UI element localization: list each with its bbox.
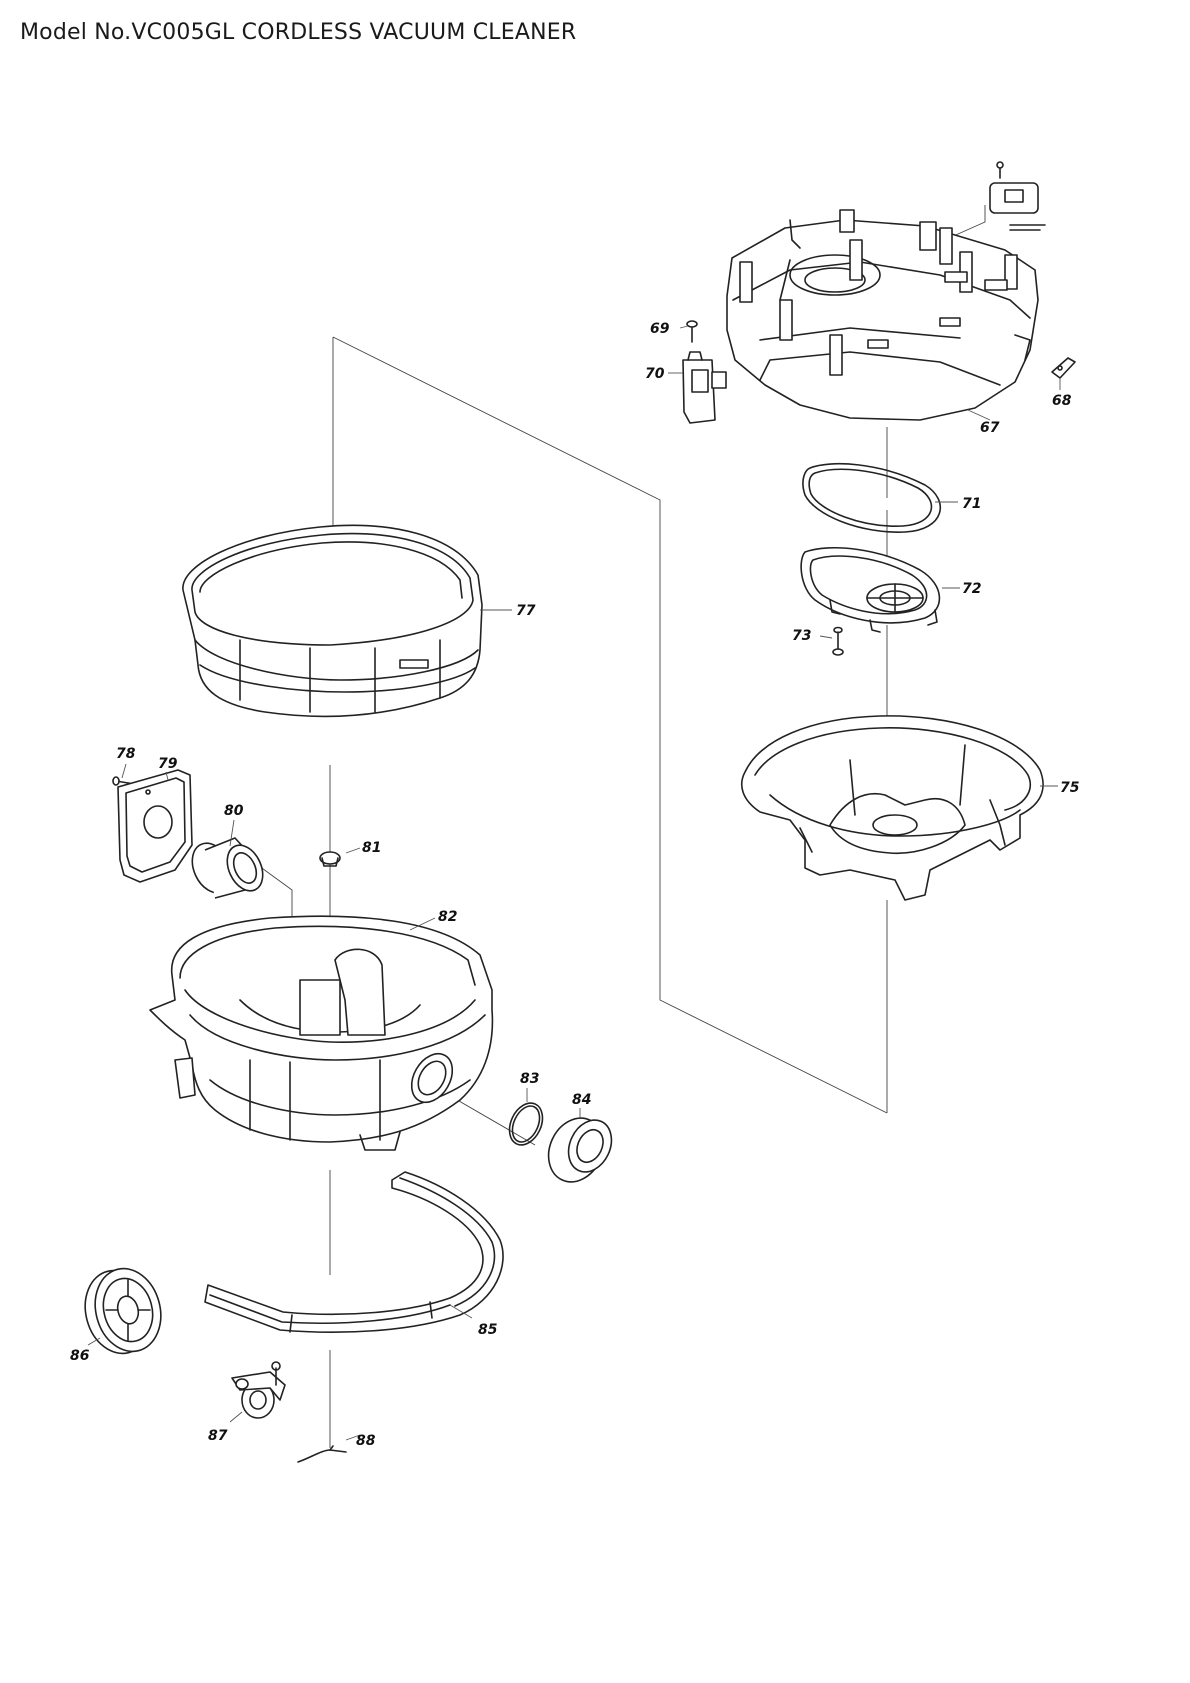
part-84-ring-nut: [547, 1117, 613, 1183]
callout-88: 88: [356, 1433, 376, 1449]
part-77-upper-ring: [182, 524, 483, 718]
part-70-clip-plate: [682, 351, 727, 424]
part-71-gasket: [802, 462, 942, 533]
part-72-filter-holder: [800, 546, 941, 633]
callout-82: 82: [438, 909, 457, 925]
callout-87: 87: [208, 1428, 228, 1444]
callout-67: 67: [980, 420, 1000, 436]
callout-71: 71: [962, 496, 981, 512]
part-81-knob: [319, 851, 341, 867]
part-85-bumper: [204, 1171, 504, 1333]
callout-69: 69: [650, 321, 670, 337]
callout-84: 84: [572, 1092, 591, 1108]
callout-70: 70: [645, 366, 665, 382]
callout-75: 75: [1060, 780, 1080, 796]
callout-72: 72: [962, 581, 981, 597]
callout-68: 68: [1052, 393, 1072, 409]
part-80-hose-inlet: [191, 837, 264, 899]
part-88-wire: [297, 1445, 347, 1463]
part-82-tank: [149, 915, 494, 1151]
callout-73: 73: [792, 628, 811, 644]
callout-83: 83: [520, 1071, 539, 1087]
callout-labels: 67 68 69 70 71 72 73 75 77 78 79 80 81 8…: [70, 321, 1080, 1449]
part-83-o-ring: [508, 1102, 544, 1146]
assembly-guide-lines: [247, 205, 986, 1448]
part-73-screw: [832, 626, 844, 656]
callout-80: 80: [224, 803, 244, 819]
callout-85: 85: [478, 1322, 498, 1338]
part-69-screw: [686, 320, 698, 343]
part-86-wheel: [84, 1267, 162, 1355]
callout-86: 86: [70, 1348, 90, 1364]
page-title: Model No.VC005GL CORDLESS VACUUM CLEANER: [20, 20, 577, 45]
callout-77: 77: [516, 603, 536, 619]
leader-lines: [87, 325, 1061, 1441]
part-68-latch: [1051, 357, 1076, 379]
callout-81: 81: [362, 840, 381, 856]
part-67-top-housing: [726, 209, 1039, 421]
callout-78: 78: [116, 746, 136, 762]
part-87-caster: [231, 1361, 286, 1419]
callout-79: 79: [158, 756, 178, 772]
part-79-side-cover: [117, 769, 193, 883]
part-75-filter-frame: [741, 715, 1044, 901]
part-67-hinge-bracket: [989, 161, 1046, 231]
